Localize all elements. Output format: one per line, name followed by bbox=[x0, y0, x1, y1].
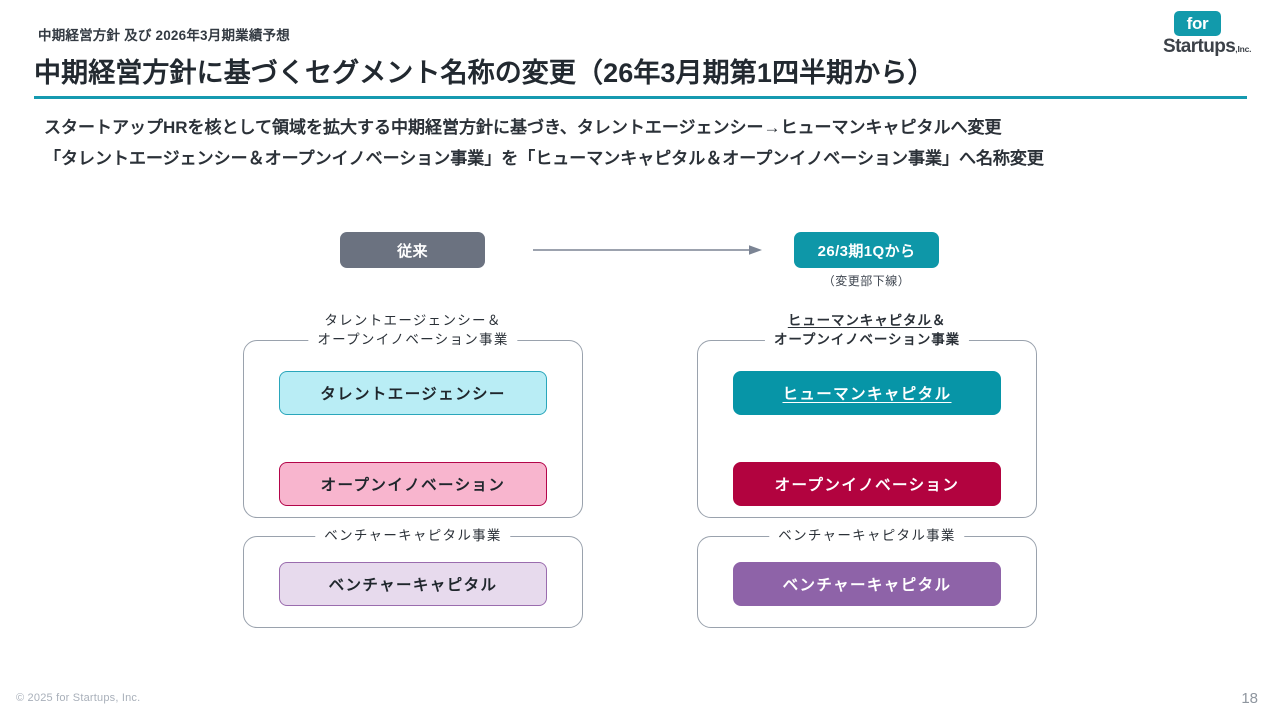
group-before-main-legend: タレントエージェンシー＆ オープンイノベーション事業 bbox=[308, 311, 518, 349]
group-after-main-legend-underlined: ヒューマンキャピタル bbox=[787, 313, 932, 328]
footer-page-number: 18 bbox=[1241, 690, 1258, 707]
chip-venture-capital-after: ベンチャーキャピタル bbox=[733, 562, 1001, 606]
footer-copyright: © 2025 for Startups, Inc. bbox=[16, 692, 141, 704]
group-before-main: タレントエージェンシー＆ オープンイノベーション事業 タレントエージェンシー オ… bbox=[243, 311, 583, 518]
logo-for-mark: for bbox=[1174, 11, 1221, 36]
title-divider bbox=[34, 96, 1247, 99]
chip-open-innovation-after: オープンイノベーション bbox=[733, 462, 1001, 506]
group-after-main-legend-tail: ＆ bbox=[931, 313, 947, 328]
company-logo: for Startups,Inc. bbox=[1162, 9, 1266, 65]
group-after-vc-legend: ベンチャーキャピタル事業 bbox=[769, 526, 965, 545]
eyebrow-label: 中期経営方針 及び 2026年3月期業績予想 bbox=[38, 28, 290, 43]
lead-line-1: スタートアップHRを核として領域を拡大する中期経営方針に基づき、タレントエージェ… bbox=[44, 118, 1002, 137]
lead-paragraph: スタートアップHRを核として領域を拡大する中期経営方針に基づき、タレントエージェ… bbox=[44, 112, 1244, 174]
page-title: 中期経営方針に基づくセグメント名称の変更（26年3月期第1四半期から） bbox=[34, 58, 935, 88]
group-before-main-legend-line1: タレントエージェンシー＆ bbox=[324, 313, 502, 328]
group-after-main-legend-line2: オープンイノベーション事業 bbox=[773, 332, 961, 347]
group-before-vc-legend: ベンチャーキャピタル事業 bbox=[315, 526, 511, 545]
badge-after-note: （変更部下線） bbox=[822, 274, 911, 288]
logo-inc-suffix: ,Inc. bbox=[1235, 44, 1252, 54]
chip-human-capital-label: ヒューマンキャピタル bbox=[782, 386, 952, 403]
group-after-vc: ベンチャーキャピタル事業 ベンチャーキャピタル bbox=[697, 526, 1037, 628]
logo-wordmark-text: Startups bbox=[1163, 36, 1236, 57]
group-after-main-legend: ヒューマンキャピタル＆ オープンイノベーション事業 bbox=[764, 311, 970, 349]
chip-human-capital: ヒューマンキャピタル bbox=[733, 371, 1001, 415]
chip-open-innovation-before: オープンイノベーション bbox=[279, 462, 547, 506]
lead-line-2: 「タレントエージェンシー＆オープンイノベーション事業」を「ヒューマンキャピタル＆… bbox=[44, 149, 1044, 168]
transition-arrow-icon bbox=[533, 245, 762, 255]
chip-venture-capital-before: ベンチャーキャピタル bbox=[279, 562, 547, 606]
chip-talent-agency: タレントエージェンシー bbox=[279, 371, 547, 415]
group-before-vc: ベンチャーキャピタル事業 ベンチャーキャピタル bbox=[243, 526, 583, 628]
badge-after: 26/3期1Qから bbox=[794, 232, 939, 268]
group-before-main-legend-line2: オープンイノベーション事業 bbox=[317, 332, 509, 347]
group-after-main: ヒューマンキャピタル＆ オープンイノベーション事業 ヒューマンキャピタル オープ… bbox=[697, 311, 1037, 518]
logo-wordmark: Startups,Inc. bbox=[1163, 36, 1251, 58]
badge-before: 従来 bbox=[340, 232, 485, 268]
